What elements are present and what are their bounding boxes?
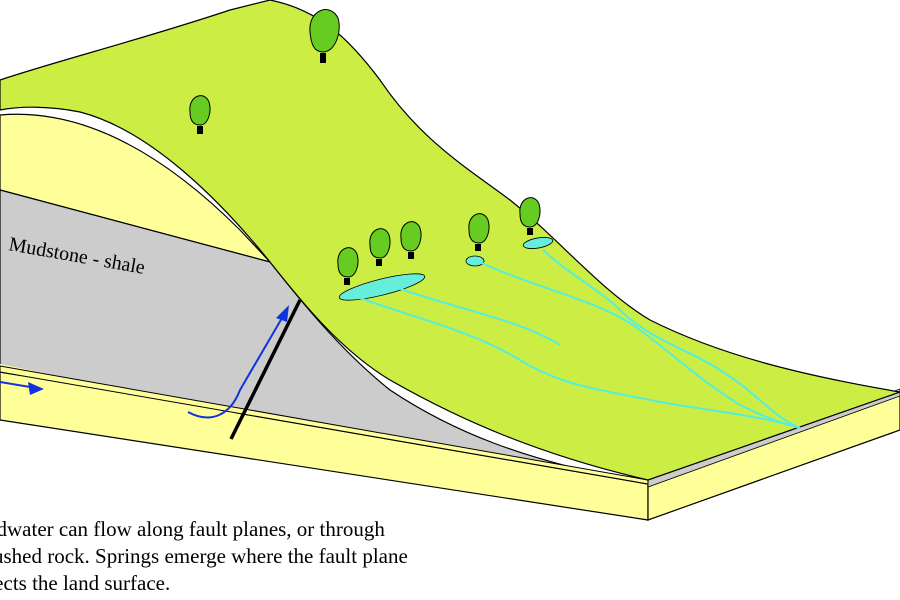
spring-icon [465, 255, 485, 267]
caption-line: rushed rock. Springs emerge where the fa… [0, 544, 408, 568]
caption-line: sects the land surface. [0, 571, 171, 595]
fault-plane-line [229, 299, 302, 440]
tree-icon [309, 9, 340, 63]
caption-line: ndwater can flow along fault planes, or … [0, 517, 385, 541]
tree-icon [468, 213, 490, 251]
sandstone-lower-strip [0, 365, 649, 485]
diagram-caption: ndwater can flow along fault planes, or … [0, 516, 560, 597]
fault-flow-arrow-head [276, 305, 289, 322]
spring-icon [338, 273, 426, 301]
flow-arrow-head [28, 382, 44, 395]
stream-line [397, 287, 561, 346]
stream-line [481, 262, 801, 429]
stream-line [542, 249, 801, 429]
stream-line [359, 297, 801, 429]
tree-icon [189, 95, 211, 134]
tree-icon [519, 197, 541, 235]
tree-icon [369, 228, 391, 266]
sandstone-upper-layer [0, 113, 272, 264]
tree-icon [400, 221, 422, 259]
fault-flow-arrow-icon [187, 317, 283, 419]
spring-icon [522, 237, 554, 249]
tree-icon [337, 247, 359, 285]
